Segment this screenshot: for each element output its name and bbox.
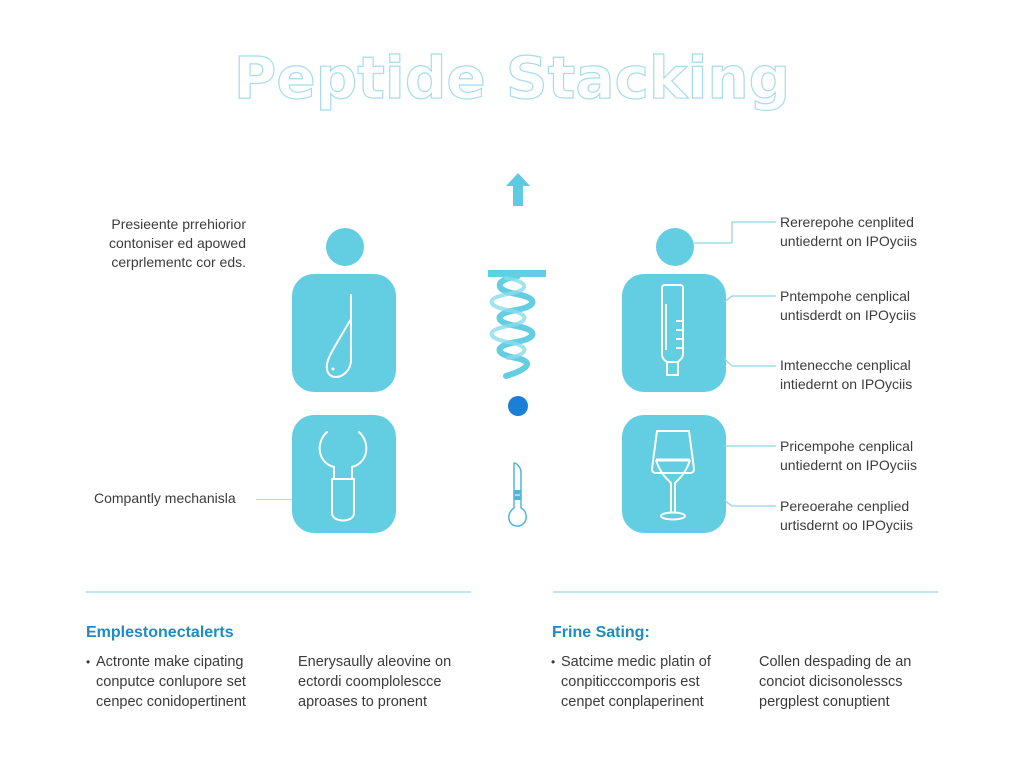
head-circle-right <box>656 228 694 266</box>
section-left-col1: Actronte make cipating conputce conlupor… <box>86 652 246 712</box>
section-title-right: Frine Sating: <box>552 624 650 641</box>
spoon-tube-icon <box>318 431 368 522</box>
spoon-tile <box>292 415 396 533</box>
section-right-col2: Collen despading de an conciot dicisonol… <box>759 654 912 710</box>
helix-icon <box>488 270 546 379</box>
section-right-col1: Satcime medic platin of conpiticccompori… <box>551 652 711 712</box>
right-label-4: Pricempohe cenplical untiedernt on IPOyc… <box>780 438 917 473</box>
wine-glass-icon <box>651 430 695 521</box>
arrow-up-icon <box>506 173 530 206</box>
left-label-top: Presieente prrehiorior contoniser ed apo… <box>109 216 246 270</box>
right-label-5: Pereoerahe cenplied urtisdernt oo IPOyci… <box>780 498 914 533</box>
dropper-tile <box>292 274 396 392</box>
connector-elbow <box>694 221 776 244</box>
vial-tile <box>622 274 726 392</box>
section-divider-right <box>553 591 938 593</box>
page-title: Peptide Stacking <box>233 43 791 112</box>
section-title-left: Emplestonectalerts <box>86 624 234 641</box>
right-label-3: Imtenecche cenplical intiedernt on IPOyc… <box>780 357 913 392</box>
left-label-bottom: Compantly mechanisla <box>94 490 236 506</box>
dropper-icon <box>325 294 352 378</box>
section-left-col2: Enerysaully aleovine on ectordi coomplol… <box>298 654 452 710</box>
vial-icon <box>661 284 684 376</box>
right-label-1: Rererepohe cenplited untiedernt on IPOyc… <box>780 214 917 249</box>
connector-line <box>256 499 294 500</box>
thermometer-icon <box>508 462 527 527</box>
section-divider-left <box>86 591 471 593</box>
right-label-2: Pntempohe cenplical untisderdt on IPOyci… <box>780 288 917 323</box>
glass-tile <box>622 415 726 533</box>
head-circle-left <box>326 228 364 266</box>
right-connectors <box>724 295 776 507</box>
dot-icon <box>508 396 528 416</box>
